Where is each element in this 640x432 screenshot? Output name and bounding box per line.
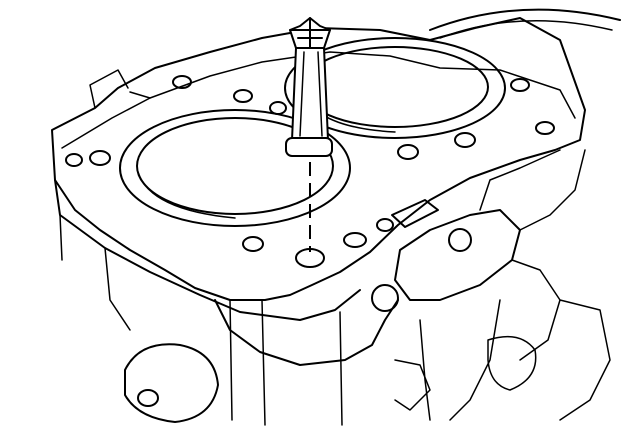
lower-left-edge — [59, 214, 131, 331]
bolt-hole — [233, 89, 253, 103]
bolt-hole — [535, 121, 555, 135]
cylinder-bore-rear-outer — [284, 37, 506, 139]
tool-shank — [291, 47, 329, 141]
bolt-hole — [343, 232, 367, 248]
cylinder-bore-front-outer — [119, 109, 351, 227]
bolt-hole — [89, 150, 111, 166]
side-rib-lines — [419, 149, 611, 421]
cylinder-bore-third-inner — [439, 19, 613, 39]
block-front-face — [54, 179, 361, 321]
deck-surface-edge — [61, 51, 576, 149]
bolt-hole — [65, 153, 83, 167]
tool-collar — [285, 137, 333, 157]
bolt-hole — [510, 78, 530, 92]
left-flange — [89, 69, 151, 109]
block-deck-outline — [51, 17, 586, 301]
block-vertical-rib — [229, 299, 343, 426]
mount-boss-hole — [371, 284, 399, 312]
cylinder-bore-front-inner — [136, 117, 334, 215]
bolt-hole — [397, 144, 419, 160]
bolt-hole — [376, 218, 394, 232]
bolt-hole — [454, 132, 476, 148]
bolt-hole — [269, 101, 287, 115]
bolt-hole — [242, 236, 264, 252]
cylinder-bore-rear-inner — [301, 46, 489, 128]
oil-passage-slot — [391, 199, 439, 228]
bolt-hole — [172, 75, 192, 89]
tool-highlight — [317, 51, 323, 137]
lower-right-casting — [394, 335, 537, 411]
tool-cutter-flutes — [289, 17, 331, 49]
lower-left-boss-hole — [137, 389, 159, 407]
thread-chaser-tool — [285, 17, 333, 157]
tool-highlight — [299, 51, 305, 137]
bore-front-wall-shading — [137, 171, 236, 219]
block-lower-edge — [214, 299, 399, 366]
lower-left-boss — [124, 343, 219, 423]
mount-boss-hole — [448, 228, 472, 252]
cylinder-bore-third-partial — [429, 8, 621, 31]
